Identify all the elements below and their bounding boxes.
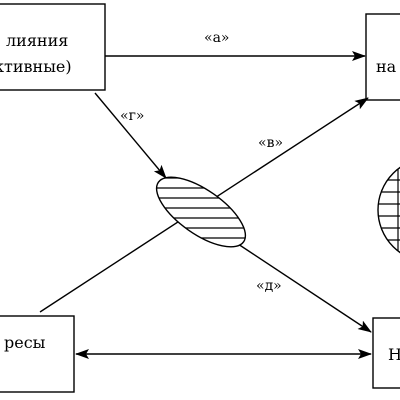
- arrow-a-label: «а»: [204, 30, 229, 46]
- arrow-g-label: «г»: [120, 108, 144, 124]
- box-top-right: на: [365, 13, 400, 101]
- arrow-d-label: «д»: [256, 278, 282, 294]
- box-top-right-label: на: [376, 57, 397, 76]
- box-top-left: лияния ктивные): [0, 3, 106, 91]
- box-bottom-left-label: ресы: [4, 333, 46, 352]
- hatched-ellipse: [145, 167, 257, 249]
- box-top-left-label-1: лияния: [6, 31, 68, 50]
- box-bottom-left: ресы: [0, 315, 75, 393]
- box-bottom-right-label: Н: [388, 345, 400, 364]
- hatched-circle: [377, 158, 400, 262]
- arrow-g: [94, 92, 167, 179]
- box-top-left-label-2: ктивные): [0, 57, 72, 76]
- arrow-d: [231, 239, 372, 333]
- box-bottom-right: Н: [372, 317, 400, 389]
- arrow-v-label: «в»: [258, 135, 283, 151]
